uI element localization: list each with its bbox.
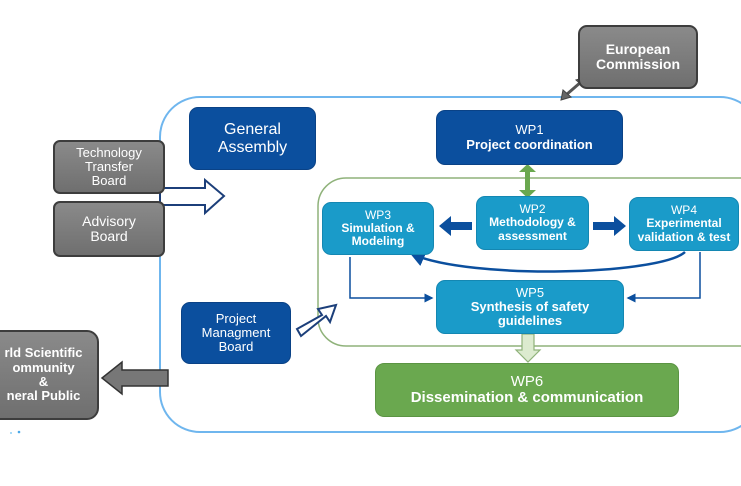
ttb-line-3: Board: [91, 173, 127, 189]
ga-line-1: General: [224, 120, 281, 138]
wp3-title-line-1: Simulation &: [341, 220, 415, 235]
wp5-box: WP5 Synthesis of safety guidelines: [436, 280, 624, 334]
european-commission-box: European Commission: [578, 25, 698, 89]
boards-to-assembly-arrow: [159, 177, 226, 216]
wsc-line-2: ommunity: [12, 359, 75, 375]
ec-line-2: Commission: [595, 56, 680, 72]
wp2-box: WP2 Methodology & assessment: [476, 196, 589, 250]
wp6-box: WP6 Dissemination & communication: [375, 363, 679, 417]
wp3-id: WP3: [364, 207, 391, 222]
ec-line-1: European: [605, 40, 671, 57]
wp5-id: WP5: [515, 284, 545, 300]
wp2-title-line-1: Methodology &: [489, 215, 576, 230]
advisory-line-1: Advisory: [82, 212, 136, 229]
wp3-to-wp5-connector: [349, 257, 434, 303]
technology-transfer-board-box: Technology Transfer Board: [53, 140, 165, 194]
wp4-title-line-1: Experimental: [646, 216, 722, 231]
wp6-title: Dissemination & communication: [410, 389, 644, 406]
world-scientific-community-box: rld Scientific ommunity & neral Public: [0, 330, 99, 420]
wp2-to-wp4-arrow: [593, 216, 626, 236]
decorative-dot: [10, 432, 12, 434]
wp1-wp2-double-arrow: [519, 164, 536, 198]
ttb-line-2: Transfer: [85, 158, 133, 174]
pmb-line-1: Project: [215, 310, 257, 326]
pmb-to-workpackages-arrow: [295, 303, 338, 338]
pmb-line-3: Board: [218, 339, 254, 355]
wp1-id: WP1: [515, 122, 544, 138]
ga-line-2: Assembly: [217, 138, 288, 156]
wp5-to-wp6-arrow: [514, 333, 542, 363]
wp1-box: WP1 Project coordination: [436, 110, 623, 165]
wp2-title-line-2: assessment: [498, 228, 567, 243]
advisory-board-box: Advisory Board: [53, 201, 165, 257]
project-management-board-box: Project Managment Board: [181, 302, 291, 364]
wp4-title-line-2: validation & test: [637, 229, 731, 244]
wp6-id: WP6: [510, 372, 544, 390]
outer-project-frame: [159, 96, 741, 433]
wp2-to-wp3-arrow: [439, 216, 472, 236]
wsc-line-1: rld Scientific: [4, 345, 83, 361]
ttb-line-1: Technology: [76, 144, 142, 160]
wp4-to-wp5-connector: [626, 252, 701, 303]
wp5-title-line-2: guidelines: [497, 313, 563, 329]
wp1-title: Project coordination: [466, 136, 593, 152]
wp3-title-line-2: Modeling: [351, 234, 405, 249]
inner-technical-frame: [317, 177, 741, 347]
to-community-arrow: [100, 360, 169, 396]
advisory-line-2: Board: [90, 228, 128, 244]
wsc-line-3: &: [38, 374, 49, 389]
wp3-box: WP3 Simulation & Modeling: [322, 202, 434, 255]
wp5-title-line-1: Synthesis of safety: [470, 298, 590, 314]
wp4-id: WP4: [670, 203, 697, 218]
decorative-dot: [17, 430, 21, 434]
wsc-line-4: neral Public: [6, 388, 81, 404]
general-assembly-box: General Assembly: [189, 107, 316, 170]
wp4-to-wp3-curve: [409, 251, 686, 273]
pmb-line-2: Managment: [201, 324, 271, 340]
wp4-box: WP4 Experimental validation & test: [629, 197, 739, 251]
wp2-id: WP2: [519, 202, 546, 217]
